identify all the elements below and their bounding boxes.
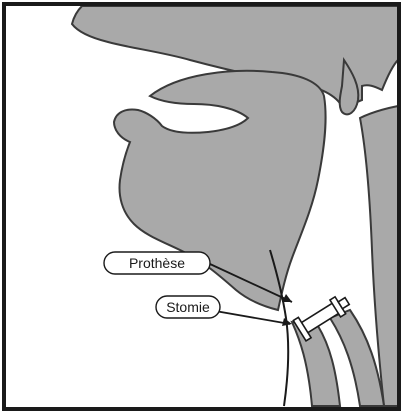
prosthesis-label: Prothèse [104, 252, 210, 274]
prosthesis-label-text: Prothèse [129, 255, 185, 271]
stoma-label: Stomie [156, 296, 220, 318]
stoma-label-text: Stomie [166, 299, 210, 315]
